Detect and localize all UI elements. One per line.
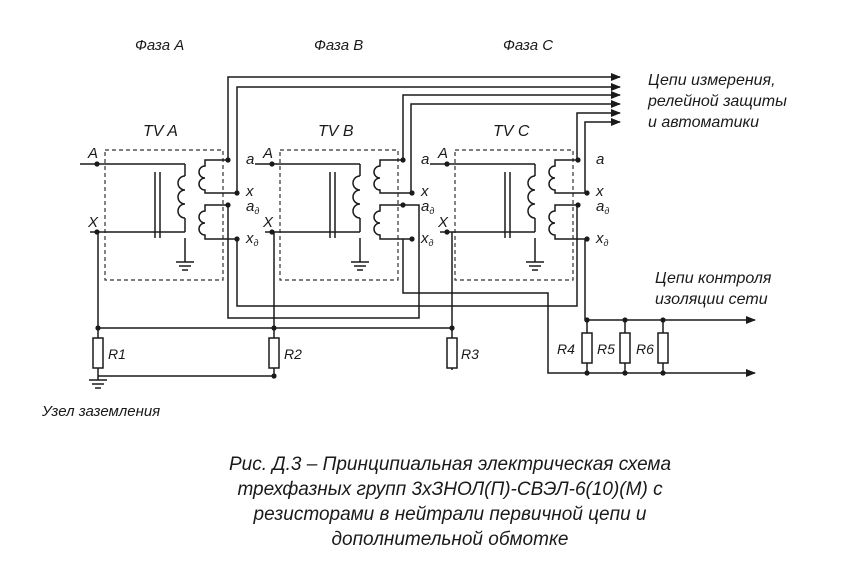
caption-line-4: дополнительной обмотке xyxy=(331,529,569,550)
measurement-circuits-label-3: и автоматики xyxy=(648,114,759,131)
figure-caption: Рис. Д.3 – Принципиальная электрическая … xyxy=(150,452,750,552)
tvc-enclosure xyxy=(454,149,574,281)
tvc-secondary-winding xyxy=(548,159,587,194)
r4-label: R4 xyxy=(557,341,575,357)
tva-terminal-xd: xд xyxy=(245,230,259,248)
tva-primary-winding xyxy=(177,175,186,219)
measurement-circuits-label-1: Цепи измерения, xyxy=(648,72,776,89)
tvc-terminal-x: x xyxy=(595,183,604,200)
tvc-additional-winding xyxy=(548,204,587,240)
tva-terminal-a: a xyxy=(246,151,254,168)
tvc-primary-winding xyxy=(527,175,536,219)
resistor-r3 xyxy=(446,337,458,369)
phase-c-label: Фаза С xyxy=(503,37,553,54)
insulation-control-label-1: Цепи контроля xyxy=(655,270,772,287)
tvb-terminal-x: x xyxy=(420,183,429,200)
r5-label: R5 xyxy=(597,341,615,357)
measurement-wiring xyxy=(227,73,621,193)
measurement-circuits-label-2: релейной защиты xyxy=(647,93,787,110)
resistor-r2 xyxy=(268,337,280,369)
tva-terminal-A: A xyxy=(87,145,98,162)
caption-line-3: резисторами в нейтрали первичной цепи и xyxy=(253,504,647,525)
r3-label: R3 xyxy=(461,346,479,362)
tvb-terminal-ad: aд xyxy=(421,198,434,216)
caption-line-1: Рис. Д.3 – Принципиальная электрическая … xyxy=(228,454,672,475)
tva-additional-winding xyxy=(198,204,237,240)
tvb-additional-winding xyxy=(373,204,412,240)
tvb-terminal-xd: xд xyxy=(420,230,434,248)
r1-label: R1 xyxy=(108,346,126,362)
tvc-terminal-a: a xyxy=(596,151,604,168)
tva-secondary-winding xyxy=(198,159,237,194)
tvb-terminal-A: A xyxy=(262,145,273,162)
phase-a-label: Фаза А xyxy=(135,37,184,54)
insulation-resistors: R4 R5 R6 xyxy=(557,317,669,376)
tva-enclosure xyxy=(104,149,224,281)
tvb-enclosure xyxy=(279,149,399,281)
tvb-terminal-X: X xyxy=(262,214,274,231)
tvc-terminal-X: X xyxy=(437,214,449,231)
schematic-diagram: Фаза А Фаза В Фаза С Цепи измерения, рел… xyxy=(41,37,787,420)
insulation-control-label-2: изоляции сети xyxy=(655,291,768,308)
neutral-resistors: R1 R2 R3 xyxy=(89,232,479,389)
resistor-r4 xyxy=(581,332,593,364)
tvb-secondary-winding xyxy=(373,159,412,194)
resistor-r6 xyxy=(657,332,669,364)
tvc-terminal-A: A xyxy=(437,145,448,162)
open-delta-wiring xyxy=(227,204,756,377)
tvc-terminal-xd: xд xyxy=(595,230,609,248)
tvb-primary-winding xyxy=(352,175,361,219)
tvb-name: TV B xyxy=(318,123,354,140)
tvc-terminal-ad: aд xyxy=(596,198,609,216)
tvc-name: TV C xyxy=(493,123,530,140)
r6-label: R6 xyxy=(636,341,654,357)
tva-terminal-ad: aд xyxy=(246,198,259,216)
tva-terminal-x: x xyxy=(245,183,254,200)
r2-label: R2 xyxy=(284,346,302,362)
tvb-terminal-a: a xyxy=(421,151,429,168)
ground-node-label: Узел заземления xyxy=(41,403,160,420)
phase-b-label: Фаза В xyxy=(314,37,363,54)
resistor-r5 xyxy=(619,332,631,364)
resistor-r1 xyxy=(92,337,104,369)
tva-name: TV A xyxy=(143,123,178,140)
tva-terminal-X: X xyxy=(87,214,99,231)
caption-line-2: трехфазных групп 3хЗНОЛ(П)-СВЭЛ-6(10)(М)… xyxy=(237,479,663,500)
